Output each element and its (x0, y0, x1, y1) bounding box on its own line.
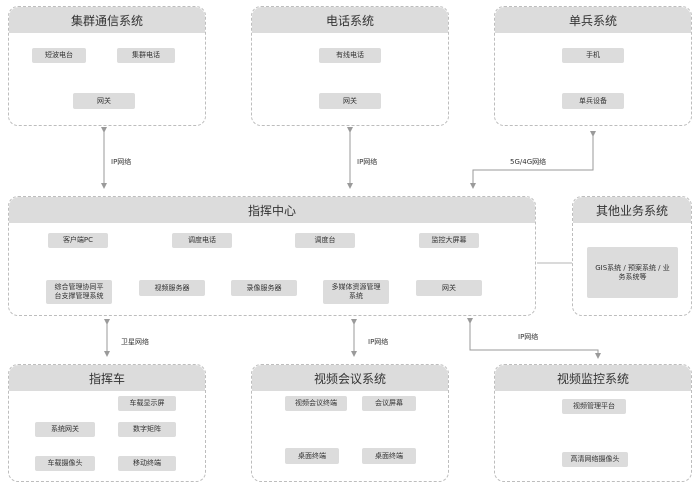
node-monitor-screen[interactable]: 监控大屏幕 (419, 233, 479, 248)
node-wired-phone[interactable]: 有线电话 (319, 48, 381, 63)
node-gateway[interactable]: 网关 (416, 280, 482, 296)
link-label-ip: IP网络 (518, 333, 539, 341)
link-label-ip: IP网络 (111, 158, 132, 166)
node-video-management-platform[interactable]: 视频管理平台 (562, 399, 626, 414)
panel-video-surveillance: 视频监控系统 (494, 364, 692, 482)
node-recording-server[interactable]: 录像服务器 (231, 280, 297, 296)
node-mobile-terminal[interactable]: 移动终端 (118, 456, 176, 471)
node-desktop-terminal[interactable]: 桌面终端 (362, 448, 416, 464)
node-mobile-phone[interactable]: 手机 (562, 48, 624, 63)
node-video-server[interactable]: 视频服务器 (139, 280, 205, 296)
panel-title: 指挥中心 (9, 197, 535, 223)
node-multimedia-system[interactable]: 多媒体资源管理系统 (323, 280, 389, 304)
panel-title: 其他业务系统 (573, 197, 691, 223)
panel-soldier-system: 单兵系统 (494, 6, 692, 126)
node-vehicle-display[interactable]: 车载显示屏 (118, 396, 176, 411)
node-client-pc[interactable]: 客户端PC (48, 233, 108, 248)
node-desktop-terminal[interactable]: 桌面终端 (285, 448, 339, 464)
node-conference-screen[interactable]: 会议屏幕 (362, 396, 416, 411)
node-conference-terminal[interactable]: 视频会议终端 (285, 396, 347, 411)
node-digital-matrix[interactable]: 数字矩阵 (118, 422, 176, 437)
panel-title: 视频会议系统 (252, 365, 448, 391)
node-collab-platform[interactable]: 综合管理协同平台支撑管理系统 (46, 280, 112, 304)
node-business-systems[interactable]: GIS系统 / 预案系统 / 业务系统等 (587, 247, 678, 298)
link-label-ip: IP网络 (357, 158, 378, 166)
node-gateway[interactable]: 网关 (319, 93, 381, 109)
panel-title: 指挥车 (9, 365, 205, 391)
node-dispatch-console[interactable]: 调度台 (295, 233, 355, 248)
panel-video-conference: 视频会议系统 (251, 364, 449, 482)
node-dispatch-phone[interactable]: 调度电话 (172, 233, 232, 248)
node-system-gateway[interactable]: 系统网关 (35, 422, 95, 437)
node-hd-network-camera[interactable]: 高清网络摄像头 (562, 452, 628, 467)
panel-title: 视频监控系统 (495, 365, 691, 391)
panel-title: 集群通信系统 (9, 7, 205, 33)
node-shortwave-radio[interactable]: 短波电台 (32, 48, 86, 63)
node-trunk-phone[interactable]: 集群电话 (117, 48, 175, 63)
panel-title: 单兵系统 (495, 7, 691, 33)
panel-title: 电话系统 (252, 7, 448, 33)
link-label-ip: IP网络 (368, 338, 389, 346)
node-soldier-device[interactable]: 单兵设备 (562, 93, 624, 109)
link-label-mobile-network: 5G/4G网络 (510, 158, 547, 166)
link-label-satellite: 卫星网络 (121, 338, 149, 346)
node-gateway[interactable]: 网关 (73, 93, 135, 109)
node-vehicle-camera[interactable]: 车载摄像头 (35, 456, 95, 471)
